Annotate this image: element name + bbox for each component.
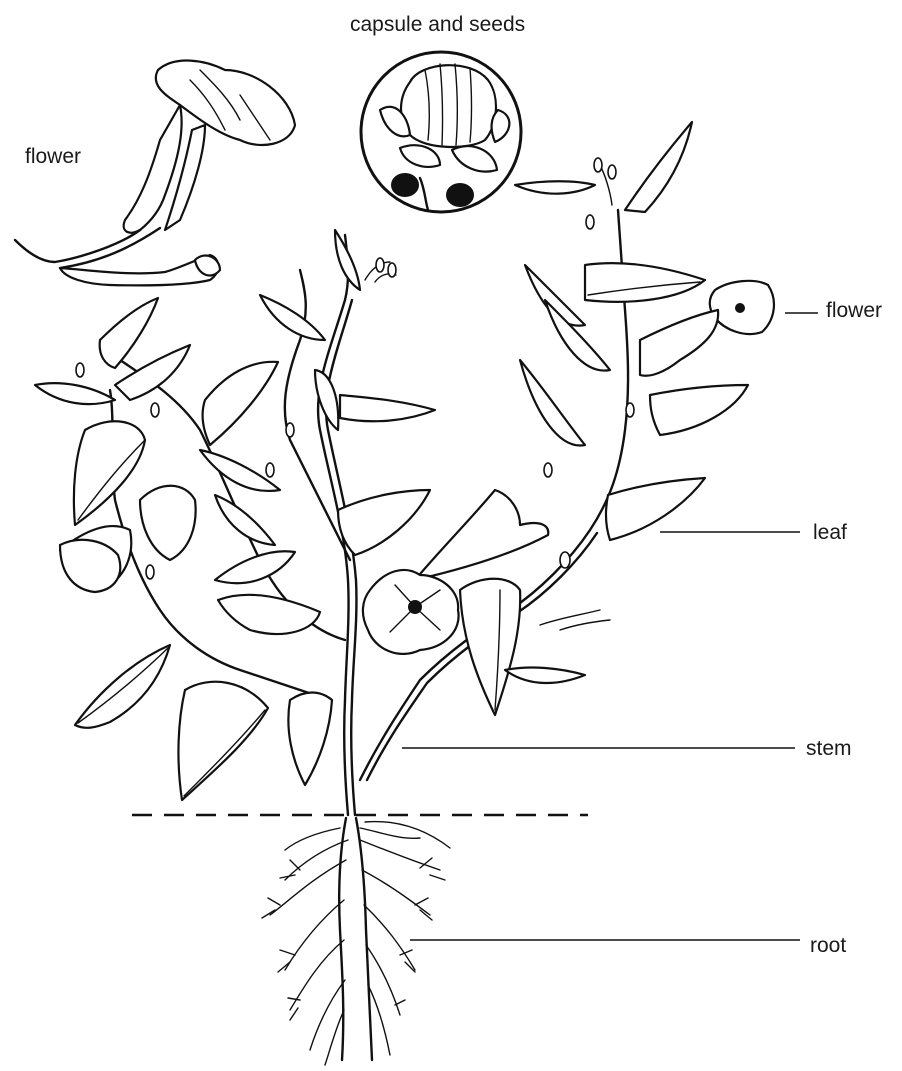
flower-detail — [15, 61, 295, 286]
flower-label-left: flower — [25, 146, 81, 167]
capsule-inset — [361, 52, 521, 212]
plant-flowers — [60, 281, 774, 654]
leaf-label: leaf — [813, 522, 847, 543]
capsule-label: capsule and seeds — [350, 14, 525, 35]
flower-label-right: flower — [826, 300, 882, 321]
root-label: root — [810, 935, 846, 956]
roots — [262, 818, 450, 1065]
stem-label: stem — [806, 738, 852, 759]
